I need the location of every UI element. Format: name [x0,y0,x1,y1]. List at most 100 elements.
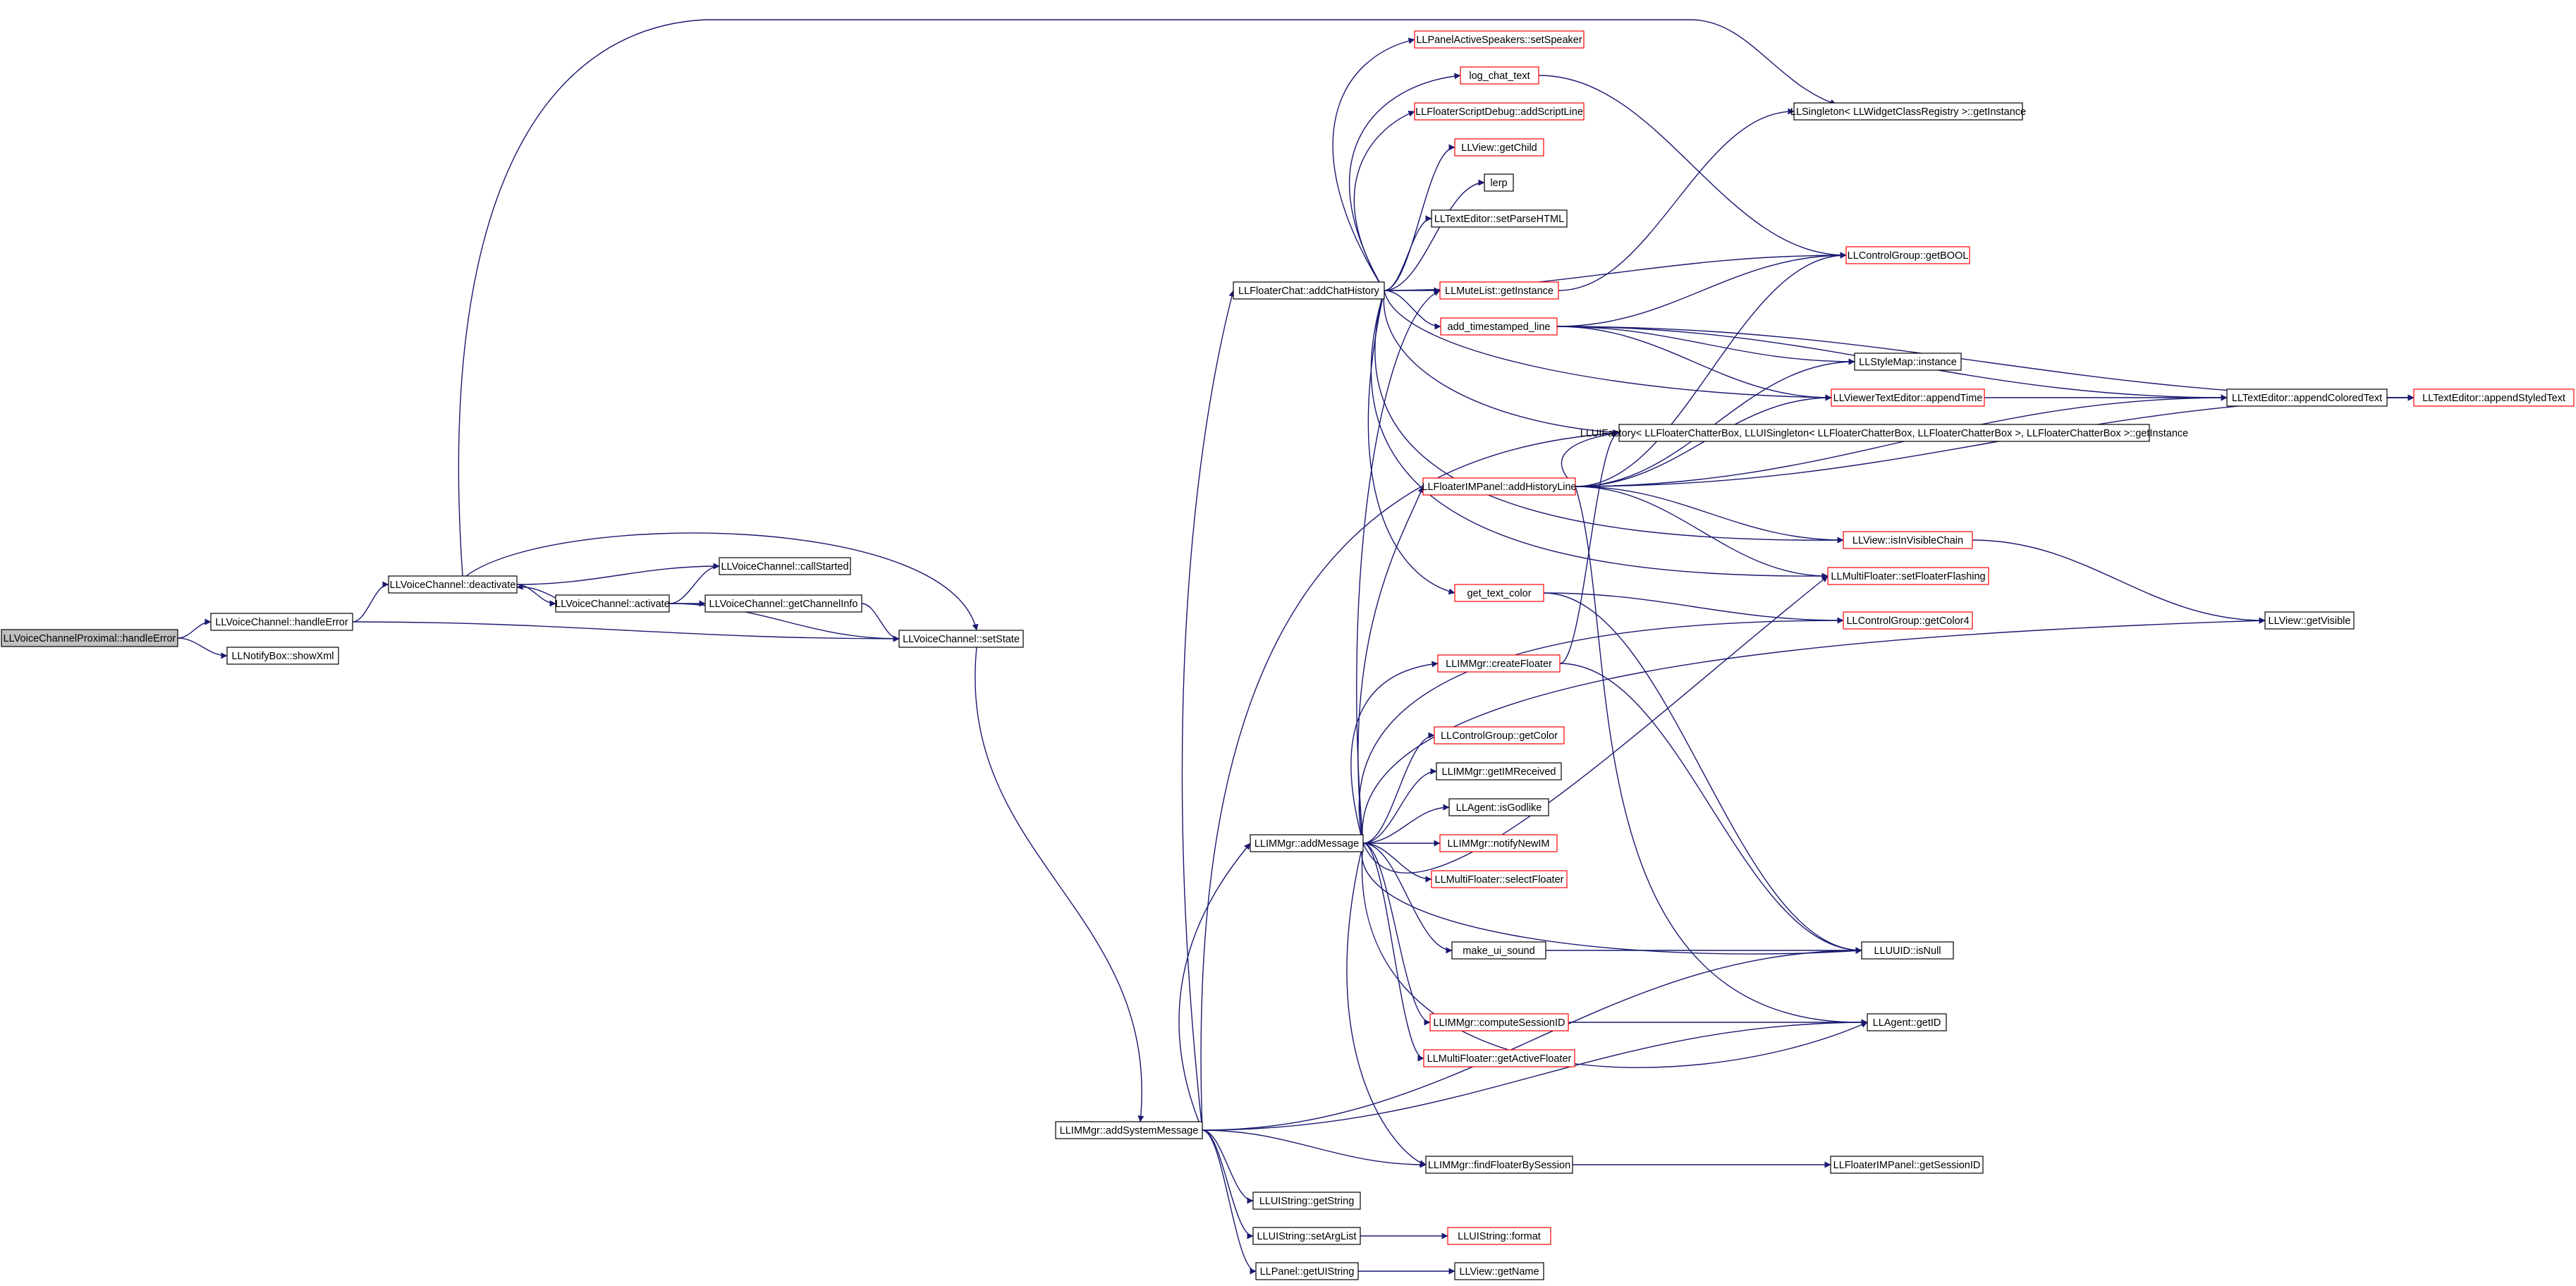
node-is-null[interactable]: LLUUID::isNull [1861,941,1954,960]
node-label: LLFloaterIMPanel::getSessionID [1833,1160,1981,1171]
node-compute-session-id[interactable]: LLIMMgr::computeSessionID [1429,1013,1569,1031]
node-add-script-line[interactable]: LLFloaterScriptDebug::addScriptLine [1414,102,1585,121]
edge-handle-error-to-set-state [352,621,900,642]
edge-add-message-to-set-floater-flashing [1362,575,1829,874]
node-ui-factory[interactable]: LLUIFactory< LLFloaterChatterBox, LLUISi… [1580,424,2188,442]
edge-activate-to-deactivate [516,583,556,599]
node-label: LLView::getChild [1461,142,1537,154]
node-get-active-floater[interactable]: LLMultiFloater::getActiveFloater [1423,1049,1575,1067]
node-deactivate[interactable]: LLVoiceChannel::deactivate [388,575,518,594]
edge-deactivate-to-set-state [465,532,979,631]
node-set-state[interactable]: LLVoiceChannel::setState [898,630,1024,648]
node-append-colored-text[interactable]: LLTextEditor::appendColoredText [2226,388,2388,407]
node-label: LLControlGroup::getColor4 [1846,616,1969,627]
node-is-godlike[interactable]: LLAgent::isGodlike [1448,798,1549,816]
node-set-parse-html[interactable]: LLTextEditor::setParseHTML [1431,209,1568,228]
node-box [1854,353,1962,371]
node-select-floater[interactable]: LLMultiFloater::selectFloater [1431,870,1568,888]
node-activate[interactable]: LLVoiceChannel::activate [555,594,670,613]
node-handle-error[interactable]: LLVoiceChannel::handleError [210,613,353,631]
node-call-started[interactable]: LLVoiceChannel::callStarted [719,557,851,575]
node-box [1448,798,1549,816]
node-lerp[interactable]: lerp [1484,173,1514,192]
node-find-floater-by-session[interactable]: LLIMMgr::findFloaterBySession [1425,1156,1573,1174]
node-uis-format[interactable]: LLUIString::format [1447,1227,1551,1245]
node-add-system-message[interactable]: LLIMMgr::addSystemMessage [1055,1121,1203,1139]
edge-add-history-line-to-is-in-visible-chain [1575,486,1844,544]
node-box [1440,317,1558,336]
node-get-child[interactable]: LLView::getChild [1454,138,1544,157]
node-get-text-color[interactable]: get_text_color [1454,584,1544,602]
node-add-message[interactable]: LLIMMgr::addMessage [1250,834,1364,852]
node-label: LLAgent::getID [1873,1017,1941,1029]
node-get-uistring[interactable]: LLPanel::getUIString [1255,1262,1359,1280]
node-make-ui-sound[interactable]: make_ui_sound [1451,941,1546,960]
edge-add-message-to-get-color4 [1358,617,1844,844]
edge-add-message-to-get-visible [1362,617,2266,844]
node-get-id[interactable]: LLAgent::getID [1867,1013,1947,1031]
node-box [1454,584,1544,602]
edge-log-chat-text-to-get-bool [1538,75,1847,259]
node-label: lerp [1490,178,1507,189]
node-notify-new-im[interactable]: LLIMMgr::notifyNewIM [1439,834,1558,852]
node-label: LLVoiceChannel::getChannelInfo [709,599,858,610]
edge-add-message-to-add-history-line [1357,486,1424,844]
edge-add-message-to-is-godlike [1362,804,1450,844]
node-append-time[interactable]: LLViewerTextEditor::appendTime [1831,388,1985,407]
edge-get-channel-info-to-set-state [861,603,900,642]
edge-add-system-message-to-get-id [1202,1019,1868,1131]
node-label: LLMultiFloater::getActiveFloater [1427,1053,1572,1065]
node-label: LLControlGroup::getBOOL [1848,250,1969,262]
node-is-in-visible-chain[interactable]: LLView::isInVisibleChain [1843,531,1973,549]
node-log-chat-text[interactable]: log_chat_text [1460,66,1539,85]
node-widget-registry[interactable]: LLSingleton< LLWidgetClassRegistry >::ge… [1790,102,2026,121]
edge-add-system-message-to-is-null [1202,947,1862,1131]
node-get-bool[interactable]: LLControlGroup::getBOOL [1845,246,1970,264]
edge-add-history-line-to-append-time [1575,394,1832,487]
edge-add-system-message-to-find-floater-by-session [1202,1129,1427,1168]
edge-add-message-to-create-floater [1350,661,1439,844]
node-get-channel-info[interactable]: LLVoiceChannel::getChannelInfo [704,594,862,613]
node-label: LLPanel::getUIString [1260,1266,1355,1278]
node-label: LLAgent::isGodlike [1456,802,1542,814]
node-box [1484,173,1514,192]
edge-add-history-line-to-append-colored-text [1575,394,2228,487]
node-add-chat-history[interactable]: LLFloaterChat::addChatHistory [1233,281,1385,300]
node-add-timestamped-line[interactable]: add_timestamped_line [1440,317,1558,336]
node-label: LLFloaterIMPanel::addHistoryLine [1422,482,1576,493]
node-cg-get-color[interactable]: LLControlGroup::getColor [1434,726,1565,745]
node-box [1252,1227,1361,1245]
node-append-styled-text[interactable]: LLTextEditor::appendStyledText [2413,388,2575,407]
node-box [2264,611,2355,630]
node-set-speaker[interactable]: LLPanelActiveSpeakers::setSpeaker [1414,30,1585,49]
edge-add-message-to-compute-session-id [1362,843,1431,1026]
node-show-xml[interactable]: LLNotifyBox::showXml [226,647,339,665]
node-get-color4[interactable]: LLControlGroup::getColor4 [1843,611,1973,630]
node-proximal-handle-error[interactable]: LLVoiceChannelProximal::handleError [1,629,178,647]
node-get-string[interactable]: LLUIString::getString [1252,1192,1361,1210]
edge-add-message-to-select-floater [1362,843,1432,883]
edge-add-system-message-to-ui-factory [1200,430,1620,1131]
node-get-session-id[interactable]: LLFloaterIMPanel::getSessionID [1830,1156,1984,1174]
node-add-history-line[interactable]: LLFloaterIMPanel::addHistoryLine [1422,477,1577,496]
node-mute-list[interactable]: LLMuteList::getInstance [1439,281,1559,300]
node-label: LLMultiFloater::selectFloater [1435,874,1564,886]
node-get-imreceived[interactable]: LLIMMgr::getIMReceived [1436,762,1562,780]
node-set-arg-list[interactable]: LLUIString::setArgList [1252,1227,1361,1245]
node-style-map[interactable]: LLStyleMap::instance [1854,353,1962,371]
node-label: LLUIFactory< LLFloaterChatterBox, LLUISi… [1580,428,2188,439]
node-set-floater-flashing[interactable]: LLMultiFloater::setFloaterFlashing [1827,567,1989,585]
node-box [1439,281,1559,300]
node-box [210,613,353,631]
edge-activate-to-call-started [669,563,720,604]
node-box [898,630,1024,648]
node-get-visible[interactable]: LLView::getVisible [2264,611,2355,630]
node-box [704,594,862,613]
edge-add-timestamped-line-to-append-time [1556,326,1832,401]
node-label: make_ui_sound [1463,945,1534,957]
node-box [1233,281,1385,300]
node-get-name[interactable]: LLView::getName [1454,1262,1544,1280]
edge-add-chat-history-to-ui-factory [1383,290,1620,436]
edge-add-system-message-to-add-chat-history [1181,290,1235,1131]
node-create-floater[interactable]: LLIMMgr::createFloater [1437,654,1561,673]
